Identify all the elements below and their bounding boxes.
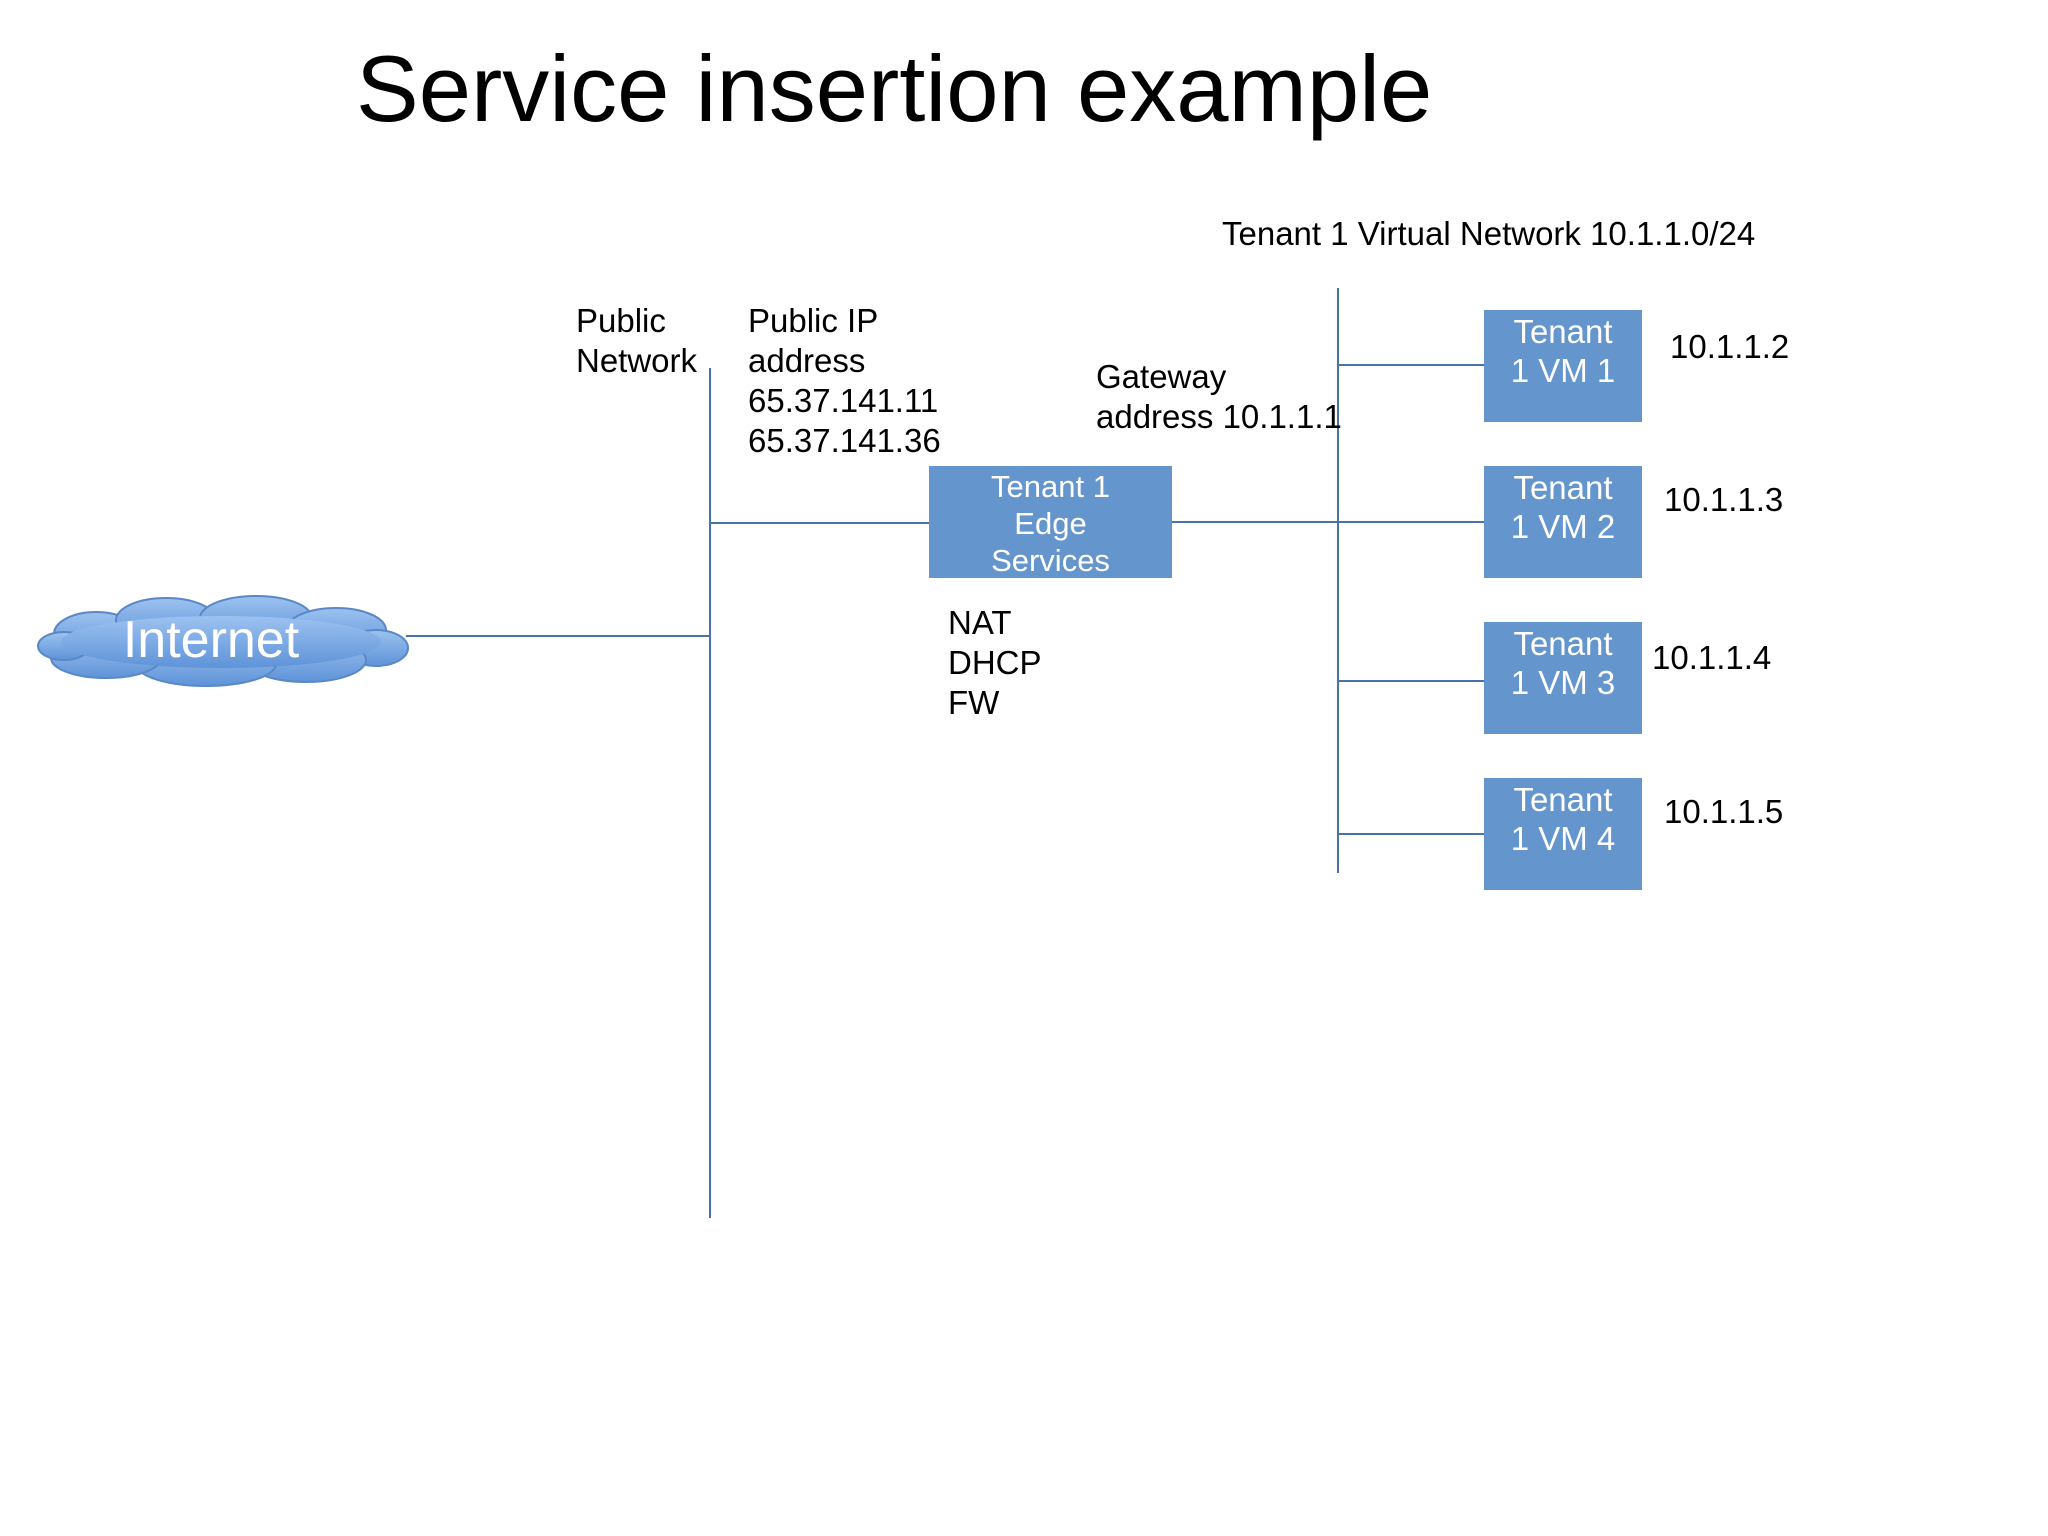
internet-cloud: Internet [36, 590, 414, 690]
vm-ip-3: 10.1.1.4 [1652, 639, 1772, 676]
edge-services-list: NAT DHCP FW [948, 603, 1042, 723]
public-ip-label: Public IP address 65.37.141.11 65.37.141… [748, 302, 941, 459]
page-title: Service insertion example [356, 36, 1433, 141]
cloud-icon [37, 595, 409, 687]
vm-box-1[interactable]: Tenant 1 VM 1 [1484, 310, 1642, 422]
public-network-label: Public Network [576, 302, 698, 379]
vm-box-2[interactable]: Tenant 1 VM 2 [1484, 466, 1642, 578]
service-dhcp: DHCP [948, 644, 1042, 681]
tenant-network-label: Tenant 1 Virtual Network 10.1.1.0/24 [1222, 215, 1756, 252]
service-fw: FW [948, 684, 1000, 721]
vm-box-3[interactable]: Tenant 1 VM 3 [1484, 622, 1642, 734]
vm-ip-1: 10.1.1.2 [1670, 328, 1790, 365]
vm-ip-2: 10.1.1.3 [1664, 481, 1784, 518]
edge-services-box[interactable]: Tenant 1 Edge Services [929, 466, 1172, 578]
internet-label: Internet [122, 611, 300, 669]
vm-ip-4: 10.1.1.5 [1664, 793, 1784, 830]
gateway-label: Gateway address 10.1.1.1 [1096, 358, 1342, 435]
vm-box-4[interactable]: Tenant 1 VM 4 [1484, 778, 1642, 890]
service-nat: NAT [948, 604, 1012, 641]
